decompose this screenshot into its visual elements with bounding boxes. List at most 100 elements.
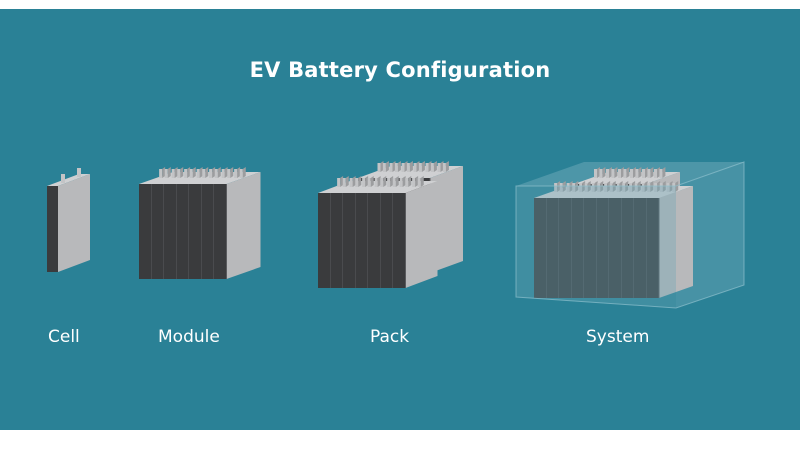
pack-front-terminal [355,178,359,187]
system-back-terminal [659,169,663,178]
system-front-terminal [654,183,658,192]
system-back-terminal [594,169,597,178]
stage-label-module: Module [158,327,220,347]
pack-back-terminal [442,163,446,172]
pack-back-terminal [425,163,429,172]
pack-back-terminal [437,163,441,172]
pack-front-terminal [417,178,421,187]
system-front-terminal [584,183,588,192]
module-terminal [227,169,231,178]
system-back-terminal-side [657,167,660,178]
pack-front-cell-front [330,193,343,288]
system-front-cell-front [584,198,597,298]
system-back-terminal [618,169,621,178]
pack-back-terminal [377,163,381,172]
pack-front-cell-front [343,193,356,288]
cell-terminal [77,168,81,177]
system-back-terminal-side [638,167,642,178]
module-cell-front [189,184,202,279]
pack-front-terminal [405,178,409,187]
system-front-terminal [609,183,613,192]
system-front-terminal [634,183,638,192]
module-terminal [221,169,225,178]
pack-front-terminal-side [420,176,424,187]
system-front-terminal [597,183,601,192]
system-front-cell-front [534,198,547,298]
pack-back-terminal-side [416,161,420,172]
system-back-terminal [630,169,633,178]
module-terminal [164,169,168,178]
system-front-terminal [629,183,633,192]
pack-front-terminal [362,178,366,187]
module-cell-front [176,184,189,279]
module-terminal [184,169,188,178]
system-front-terminal-side [675,181,679,192]
system-front-cell-front [634,198,647,298]
system-back-terminal-side [597,167,600,178]
module-terminal [214,169,218,178]
system-back-terminal-side [650,167,654,178]
pack-back-terminal-side [440,161,444,172]
pack-back-terminal-side [404,161,408,172]
system-front-terminal [604,183,608,192]
pack-front-terminal [337,178,341,187]
system-front-terminal [591,183,595,192]
pack-front-terminal [380,178,384,187]
module-terminal-side [212,167,216,178]
pack-back-terminal-side [433,161,437,172]
pack-front-terminal-side [340,176,344,187]
system-back-terminal-side [633,167,636,178]
pack-front-terminal [412,178,416,187]
diagram-title: EV Battery Configuration [249,58,551,82]
system-front-cell-front [646,198,659,298]
system-front-terminal [659,183,663,192]
pack-front-cell-front [318,193,331,288]
pack-front-terminal-side [402,176,406,187]
module-illustration [139,167,261,279]
system-back-terminal [623,169,627,178]
module-terminal [209,169,213,178]
system-front-cell-front [571,198,584,298]
module-terminal-side [180,167,184,178]
cell-illustration [47,168,90,272]
pack-back-terminal [401,163,405,172]
pack-illustration [318,161,463,288]
pack-back-terminal [418,163,422,172]
system-back-terminal-side [662,167,666,178]
system-front-terminal [616,183,620,192]
pack-back-terminal-side [385,161,389,172]
system-front-cell-front [609,198,622,298]
cell-terminal [61,174,65,183]
pack-front-side [405,181,438,288]
module-terminal-side [230,167,234,178]
module-terminal [159,169,163,178]
pack-back-terminal-side [409,161,413,172]
system-front-terminal [554,183,558,192]
pack-front-terminal-side [408,176,412,187]
system-front-terminal [566,183,570,192]
pack-front-terminal-side [358,176,362,187]
pack-front-cell-front [355,193,368,288]
module-terminal-side [217,167,221,178]
module-terminal-side [242,167,246,178]
system-front-terminal [666,183,670,192]
system-front-terminal [647,183,651,192]
module-terminal [239,169,243,178]
pack-front-terminal-side [415,176,419,187]
pack-front-terminal [387,178,391,187]
module-terminal [234,169,238,178]
pack-back-terminal-side [380,161,384,172]
system-enclosure-front [516,186,676,308]
system-front-side [659,186,693,298]
pack-front-terminal-side [377,176,381,187]
pack-front-terminal [392,178,396,187]
system-front-terminal [622,183,626,192]
pack-back-terminal-side [392,161,396,172]
pack-front-terminal-side [370,176,374,187]
system-front-cell-front [621,198,634,298]
pack-back-terminal [394,163,398,172]
module-terminal [189,169,193,178]
system-front-terminal [672,183,676,192]
system-illustration [515,161,745,309]
